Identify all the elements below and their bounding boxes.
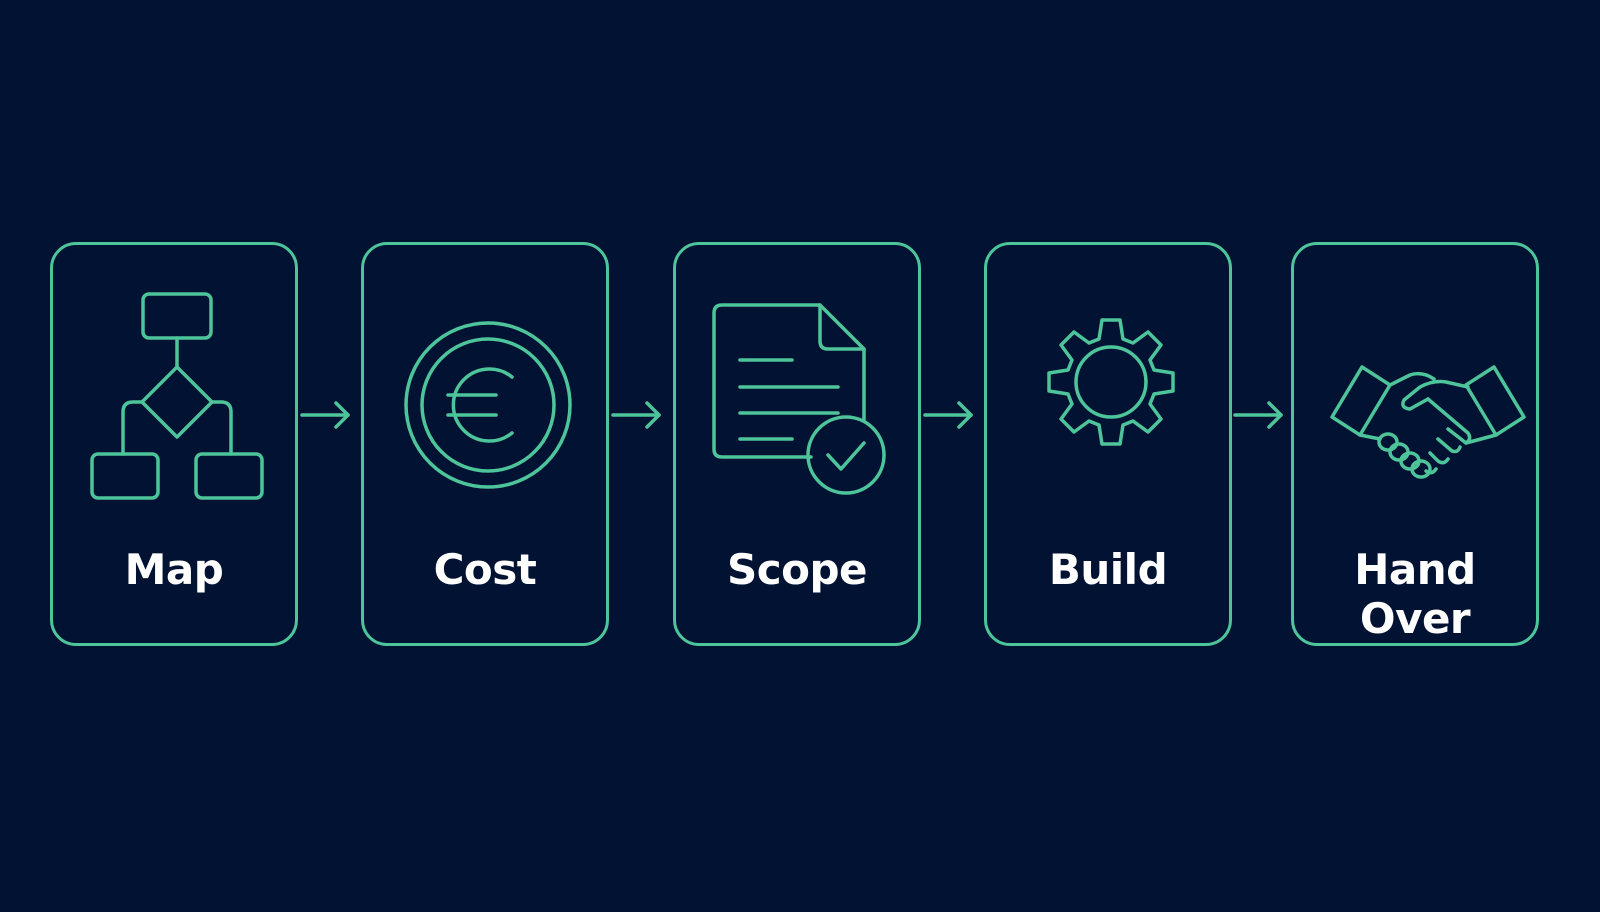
arrow-right-icon bbox=[1233, 395, 1293, 435]
handshake-icon bbox=[1330, 287, 1526, 487]
step-label: Build bbox=[1048, 545, 1168, 594]
arrow-right-icon bbox=[923, 395, 983, 435]
arrow-right-icon bbox=[611, 395, 671, 435]
step-card-map: Map bbox=[50, 242, 298, 646]
gear-icon bbox=[1031, 287, 1191, 487]
step-label: Map bbox=[124, 545, 224, 594]
step-label: Cost bbox=[433, 545, 537, 594]
step-label: Scope bbox=[726, 545, 868, 594]
step-label: Hand Over bbox=[1354, 545, 1476, 643]
step-card-hand-over: Hand Over bbox=[1291, 242, 1539, 646]
document-check-icon bbox=[712, 287, 886, 495]
step-card-cost: Cost bbox=[361, 242, 609, 646]
euro-coin-icon bbox=[404, 287, 572, 489]
arrow-right-icon bbox=[300, 395, 360, 435]
step-card-scope: Scope bbox=[673, 242, 921, 646]
step-card-build: Build bbox=[984, 242, 1232, 646]
flowchart-icon bbox=[90, 287, 264, 500]
